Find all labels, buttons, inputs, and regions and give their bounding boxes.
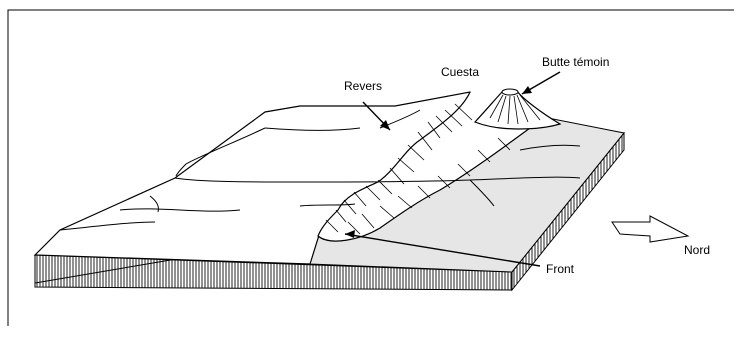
label-revers: Revers <box>344 79 382 93</box>
label-nord: Nord <box>684 243 710 257</box>
label-cuesta: Cuesta <box>441 65 479 79</box>
label-front: Front <box>546 262 575 276</box>
label-butte-temoin: Butte témoin <box>542 55 609 69</box>
butte-top <box>502 89 518 95</box>
north-arrow-icon <box>612 216 688 242</box>
